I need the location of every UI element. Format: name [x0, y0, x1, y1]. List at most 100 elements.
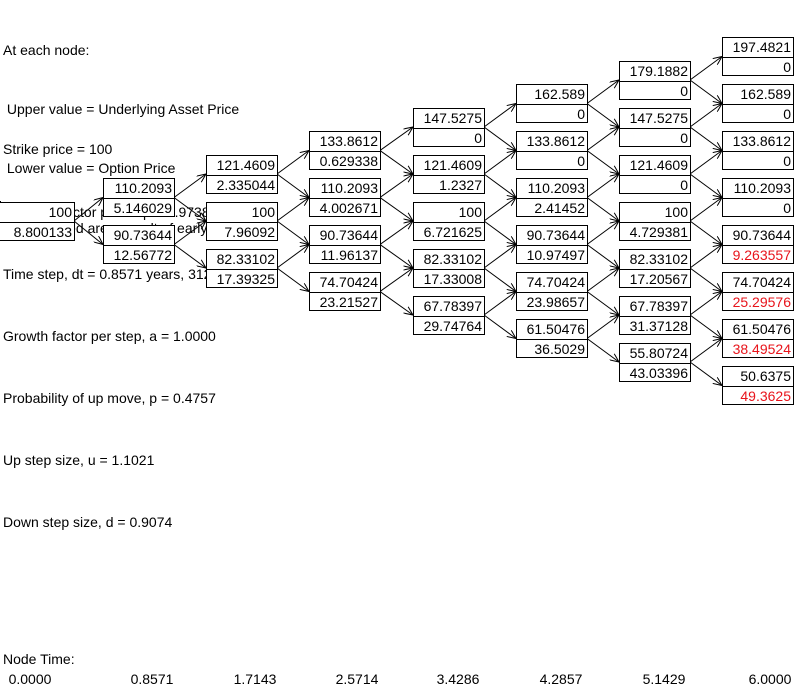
underlying-price: 55.80724 — [620, 344, 690, 364]
down-move-arrow — [586, 103, 619, 128]
option-price: 0 — [474, 129, 482, 146]
down-move-arrow — [173, 244, 206, 269]
option-price: 0 — [783, 200, 791, 216]
underlying-price: 147.5275 — [620, 109, 690, 129]
option-price: 4.002671 — [319, 200, 378, 216]
option-price: 6.721625 — [423, 223, 482, 240]
option-price-early-exercise: 49.3625 — [740, 388, 791, 404]
up-move-arrow — [689, 245, 722, 269]
node-time-value: 2.5714 — [335, 671, 379, 687]
legend-line: Upper value = Underlying Asset Price — [3, 100, 240, 117]
option-price: 0 — [680, 129, 688, 146]
down-move-arrow — [586, 338, 619, 363]
underlying-price: 133.8612 — [723, 132, 793, 152]
option-price: 23.98657 — [526, 294, 585, 310]
down-move-arrow — [586, 244, 619, 269]
legend-line: Lower value = Option Price — [3, 160, 176, 177]
down-move-arrow — [586, 291, 619, 316]
underlying-price: 110.2093 — [517, 179, 587, 199]
underlying-price: 110.2093 — [104, 179, 174, 199]
underlying-price: 100 — [620, 203, 690, 223]
down-move-arrow — [379, 150, 413, 175]
underlying-price: 90.73644 — [517, 226, 587, 246]
down-move-arrow — [483, 126, 516, 151]
up-step-text: Up step size, u = 1.1021 — [3, 451, 155, 468]
up-move-arrow — [276, 245, 309, 269]
underlying-price: 162.589 — [723, 85, 793, 105]
option-price: 23.21527 — [319, 294, 378, 310]
option-price: 5.146029 — [113, 200, 172, 216]
up-move-arrow — [379, 127, 413, 151]
option-price: 36.5029 — [534, 341, 585, 357]
underlying-price: 121.4609 — [207, 156, 277, 176]
option-price: 17.39325 — [216, 270, 275, 287]
node-time-value: 5.1429 — [642, 671, 686, 687]
option-price: 0 — [680, 176, 688, 193]
option-price: 0 — [680, 82, 688, 99]
underlying-price: 82.33102 — [414, 250, 484, 270]
down-move-arrow — [483, 173, 516, 198]
down-move-arrow — [379, 291, 413, 316]
down-move-arrow — [586, 150, 619, 175]
up-move-arrow — [689, 339, 722, 363]
underlying-price: 74.70424 — [517, 273, 587, 293]
option-price-early-exercise: 9.263557 — [732, 247, 791, 263]
up-move-arrow — [483, 245, 516, 269]
underlying-price: 50.6375 — [723, 367, 793, 387]
probability-text: Probability of up move, p = 0.4757 — [3, 389, 216, 406]
strike-price-text: Strike price = 100 — [3, 141, 113, 158]
underlying-price: 100 — [207, 203, 277, 223]
underlying-price: 110.2093 — [310, 179, 380, 199]
up-move-arrow — [276, 198, 309, 222]
up-move-arrow — [276, 151, 309, 175]
option-price: 8.800133 — [13, 223, 72, 240]
option-price: 43.03396 — [629, 364, 688, 381]
up-move-arrow — [586, 315, 619, 339]
option-price: 0.629338 — [319, 153, 378, 169]
underlying-price: 61.50476 — [517, 320, 587, 340]
up-move-arrow — [586, 80, 619, 104]
option-price: 7.96092 — [224, 223, 275, 240]
option-price: 1.2327 — [439, 176, 482, 193]
down-move-arrow — [483, 267, 516, 292]
underlying-price: 133.8612 — [517, 132, 587, 152]
node-time-value: 3.4286 — [436, 671, 480, 687]
up-move-arrow — [586, 127, 619, 151]
down-move-arrow — [689, 173, 722, 198]
underlying-price: 121.4609 — [620, 156, 690, 176]
down-move-arrow — [379, 197, 413, 222]
down-move-arrow — [276, 173, 309, 198]
underlying-price: 90.73644 — [310, 226, 380, 246]
down-move-arrow — [73, 220, 103, 245]
down-move-arrow — [586, 197, 619, 222]
up-move-arrow — [586, 174, 619, 198]
underlying-price: 100 — [0, 203, 74, 223]
up-move-arrow — [689, 292, 722, 316]
up-move-arrow — [689, 57, 722, 81]
option-price: 2.41452 — [534, 200, 585, 216]
underlying-price: 179.1882 — [620, 62, 690, 82]
